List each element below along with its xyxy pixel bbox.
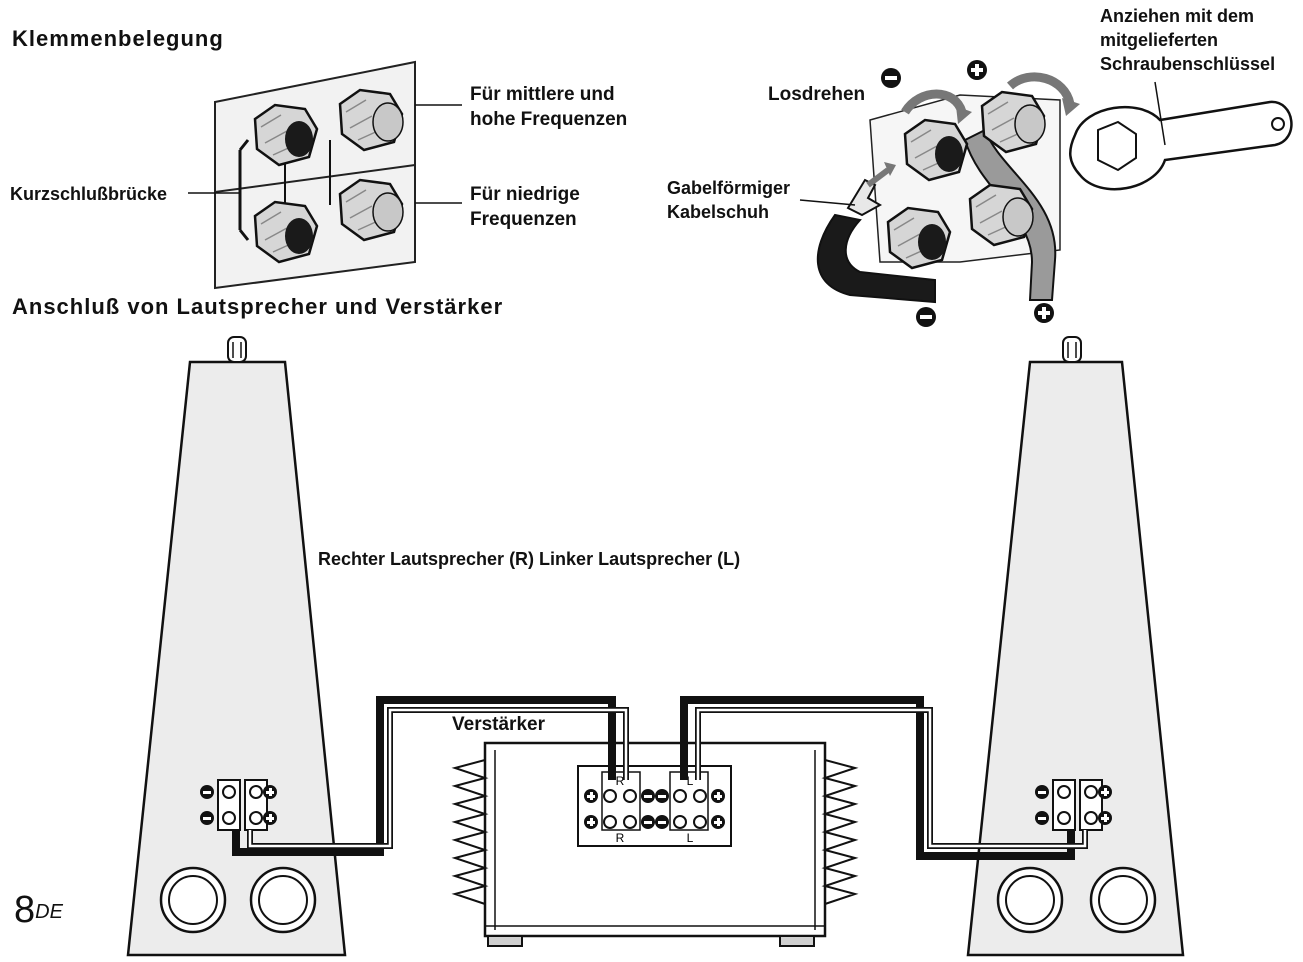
label-wrench: Anziehen mit dem mitgelieferten Schraube… <box>1100 6 1276 74</box>
terminal-panel-diagram <box>188 60 462 290</box>
speaker-driver <box>996 866 1064 934</box>
speaker-driver <box>159 866 227 934</box>
label-loosen: Losdrehen <box>768 84 866 105</box>
label-mid-high-frequency: Für mittlere und hohe Frequenzen <box>470 84 628 130</box>
minus-icon <box>881 68 901 88</box>
screw-terminal-light <box>980 90 1046 154</box>
minus-icon <box>200 811 214 825</box>
minus-icon <box>655 815 669 829</box>
page-number: 8DE <box>14 889 63 931</box>
plus-icon <box>1034 303 1054 323</box>
plus-icon <box>584 789 598 803</box>
speaker-right <box>126 336 347 957</box>
label-spade-lug: Gabelförmiger Kabelschuh <box>667 178 791 222</box>
plus-icon <box>967 60 987 80</box>
minus-icon <box>1035 785 1049 799</box>
label-bridge: Kurzschlußbrücke <box>10 184 168 204</box>
minus-icon <box>641 815 655 829</box>
heading-terminals: Klemmenbelegung <box>12 26 224 51</box>
screw-terminal-light <box>338 88 404 152</box>
screw-terminal-light <box>968 183 1034 247</box>
minus-icon <box>641 789 655 803</box>
plus-icon <box>711 815 725 829</box>
plus-icon <box>1098 811 1112 825</box>
minus-icon <box>655 789 669 803</box>
minus-icon <box>1035 811 1049 825</box>
plus-icon <box>263 785 277 799</box>
minus-icon <box>916 307 936 327</box>
plus-icon <box>1098 785 1112 799</box>
heading-connection: Anschluß von Lautsprecher und Verstärker <box>12 294 504 319</box>
screw-terminal-light <box>338 178 404 242</box>
cable-wiring-detail <box>799 60 1080 327</box>
plus-icon <box>711 789 725 803</box>
screw-terminal-black <box>253 103 319 167</box>
amp-channel-r-label: R <box>616 774 625 788</box>
amp-channel-r-label: R <box>616 831 625 845</box>
amplifier: R L R L <box>451 741 859 947</box>
rotate-arrow-icon <box>901 89 967 115</box>
speaker-driver <box>249 866 317 934</box>
plus-icon <box>584 815 598 829</box>
rotate-arrow-icon <box>1006 72 1075 106</box>
screw-terminal-black <box>903 118 969 182</box>
speaker-cable-left <box>680 696 1088 860</box>
amp-channel-l-label: L <box>687 831 694 845</box>
amp-channel-l-label: L <box>687 774 694 788</box>
plus-icon <box>263 811 277 825</box>
minus-icon <box>200 785 214 799</box>
screw-terminal-black <box>886 206 952 270</box>
speakers-caption: Rechter Lautsprecher (R) Linker Lautspre… <box>318 549 741 569</box>
speaker-left <box>966 336 1185 957</box>
speaker-driver <box>1089 866 1157 934</box>
label-low-frequency: Für niedrige Frequenzen <box>470 184 580 230</box>
page-suffix: DE <box>35 901 63 923</box>
wrench-icon <box>1069 81 1293 191</box>
screw-terminal-black <box>253 200 319 264</box>
speaker-cable-right <box>232 696 629 856</box>
amplifier-label: Verstärker <box>452 714 545 735</box>
